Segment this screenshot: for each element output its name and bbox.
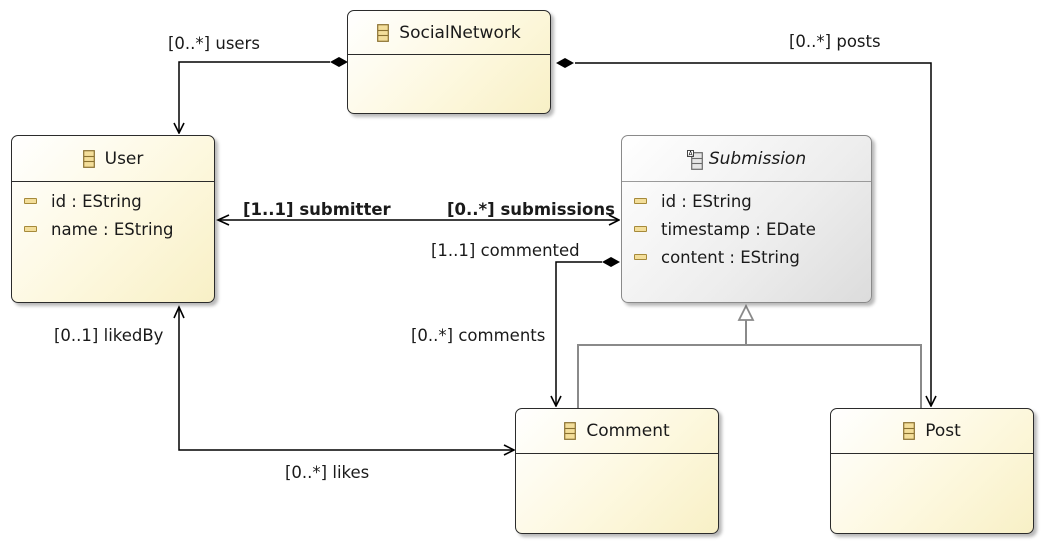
attribute-list: id : EString timestamp : EDate content :… xyxy=(622,182,871,271)
eattribute-icon xyxy=(634,254,647,260)
attribute-label: id : EString xyxy=(661,191,752,211)
class-header: Comment xyxy=(516,409,718,454)
attribute-label: name : EString xyxy=(51,219,174,239)
likes-reference-label: [0..*] likes xyxy=(285,463,370,482)
attribute-row[interactable]: name : EString xyxy=(12,215,214,243)
attribute-list: id : EString name : EString xyxy=(12,182,214,243)
class-header: SocialNetwork xyxy=(348,11,550,55)
users-reference-label: [0..*] users xyxy=(168,34,260,53)
submitter-reference-label: [1..1] submitter xyxy=(243,200,391,219)
liked-by-arrowhead xyxy=(173,305,185,319)
class-name: Post xyxy=(925,421,961,441)
eclass-icon xyxy=(564,422,577,440)
posts-reference-label: [0..*] posts xyxy=(789,32,881,51)
liked-by-reference-label: [0..1] likedBy xyxy=(54,326,164,345)
class-comment[interactable]: Comment xyxy=(515,408,719,534)
eclass-icon xyxy=(377,23,390,42)
abstract-eclass-icon: A xyxy=(686,149,703,170)
posts-edge[interactable] xyxy=(575,62,931,406)
class-name: Comment xyxy=(586,421,670,441)
attribute-row[interactable]: id : EString xyxy=(622,187,871,215)
class-name: Submission xyxy=(708,148,807,169)
likes-edge[interactable] xyxy=(178,307,514,450)
comments-edge[interactable] xyxy=(556,261,602,406)
attribute-label: id : EString xyxy=(51,191,142,211)
eattribute-icon xyxy=(634,226,647,232)
class-header: User xyxy=(12,136,214,182)
users-edge[interactable] xyxy=(179,61,330,133)
svg-text:A: A xyxy=(688,150,693,157)
eclass-icon xyxy=(82,149,95,168)
comments-reference-label: [0..*] comments xyxy=(411,326,546,345)
submitter-arrowhead xyxy=(216,214,230,226)
generalization-triangle xyxy=(737,303,755,321)
attribute-row[interactable]: id : EString xyxy=(12,187,214,215)
class-header: A Submission xyxy=(622,136,871,182)
attribute-label: content : EString xyxy=(661,247,800,267)
users-composition-diamond xyxy=(330,57,348,67)
attribute-label: timestamp : EDate xyxy=(661,219,816,239)
eattribute-icon xyxy=(634,198,647,204)
attribute-row[interactable]: timestamp : EDate xyxy=(622,215,871,243)
commented-reference-label: [1..1] commented xyxy=(431,241,580,260)
eattribute-icon xyxy=(24,198,37,204)
eattribute-icon xyxy=(24,226,37,232)
submissions-reference-label: [0..*] submissions xyxy=(447,200,615,219)
class-post[interactable]: Post xyxy=(830,408,1034,534)
comments-composition-diamond xyxy=(602,257,620,267)
comment-generalization-edge[interactable] xyxy=(577,344,746,408)
class-user[interactable]: User id : EString name : EString xyxy=(11,135,215,303)
class-name: SocialNetwork xyxy=(399,22,521,43)
class-submission[interactable]: A Submission id : EString timestamp : ED… xyxy=(621,135,872,303)
posts-composition-diamond xyxy=(556,58,574,68)
attribute-row[interactable]: content : EString xyxy=(622,243,871,271)
eclass-icon xyxy=(903,422,916,440)
class-name: User xyxy=(104,148,144,169)
class-social-network[interactable]: SocialNetwork xyxy=(347,10,551,114)
post-generalization-edge[interactable] xyxy=(746,344,922,408)
class-header: Post xyxy=(831,409,1033,454)
